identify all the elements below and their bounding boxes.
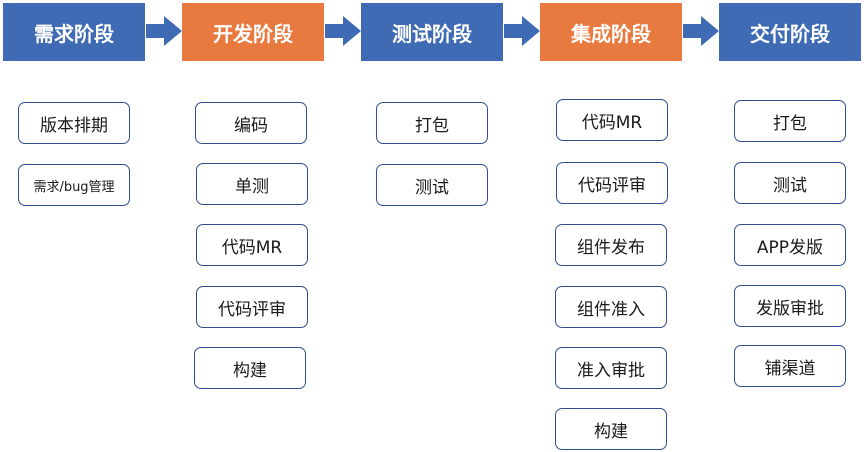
task-label: 构建 — [594, 421, 628, 442]
task-box: 打包 — [376, 102, 488, 144]
task-box: 铺渠道 — [734, 345, 846, 387]
task-box: 构建 — [194, 347, 306, 389]
stage-label: 需求阶段 — [34, 21, 114, 46]
task-label: 代码MR — [221, 237, 283, 258]
task-label: 铺渠道 — [764, 358, 816, 379]
task-box: 代码MR — [556, 99, 668, 141]
task-label: 单测 — [235, 176, 269, 197]
task-label: 测试 — [415, 177, 449, 198]
task-box: 组件准入 — [555, 286, 667, 328]
task-label: 准入审批 — [577, 360, 645, 381]
task-box: APP发版 — [734, 224, 846, 266]
arrow-right-icon — [504, 16, 540, 46]
task-label: 编码 — [234, 115, 268, 136]
task-label: APP发版 — [756, 237, 824, 258]
task-box: 构建 — [555, 408, 667, 450]
arrow-right-icon — [146, 16, 182, 46]
task-box: 代码MR — [196, 224, 308, 266]
task-label: 发版审批 — [756, 298, 824, 319]
task-label: 版本排期 — [40, 115, 108, 136]
stage-delivery: 交付阶段 — [719, 3, 861, 61]
task-box: 代码评审 — [556, 162, 668, 204]
task-box: 编码 — [195, 102, 307, 144]
task-label: 代码评审 — [578, 175, 646, 196]
task-label: 组件准入 — [577, 299, 645, 320]
task-label: 代码评审 — [218, 299, 286, 320]
task-label: 组件发布 — [577, 237, 645, 258]
task-label: 测试 — [773, 175, 807, 196]
task-label: 构建 — [233, 360, 267, 381]
task-box: 组件发布 — [555, 224, 667, 266]
task-label: 代码MR — [581, 112, 643, 133]
task-box: 需求/bug管理 — [18, 164, 130, 206]
task-label: 打包 — [415, 115, 449, 136]
task-label: 打包 — [773, 113, 807, 134]
stage-testing: 测试阶段 — [361, 3, 503, 61]
task-box: 单测 — [196, 163, 308, 205]
task-box: 发版审批 — [734, 285, 846, 327]
task-label: 需求/bug管理 — [33, 179, 115, 195]
arrow-right-icon — [683, 16, 719, 46]
task-box: 测试 — [376, 164, 488, 206]
stage-label: 交付阶段 — [750, 21, 830, 46]
stage-label: 集成阶段 — [571, 21, 651, 46]
task-box: 准入审批 — [555, 347, 667, 389]
task-box: 打包 — [734, 100, 846, 142]
task-box: 代码评审 — [196, 286, 308, 328]
task-box: 版本排期 — [18, 102, 130, 144]
stage-development: 开发阶段 — [182, 3, 324, 61]
stage-requirements: 需求阶段 — [3, 3, 145, 61]
stage-label: 测试阶段 — [392, 21, 472, 46]
stage-integration: 集成阶段 — [540, 3, 682, 61]
arrow-right-icon — [325, 16, 361, 46]
task-box: 测试 — [734, 162, 846, 204]
stage-label: 开发阶段 — [213, 21, 293, 46]
